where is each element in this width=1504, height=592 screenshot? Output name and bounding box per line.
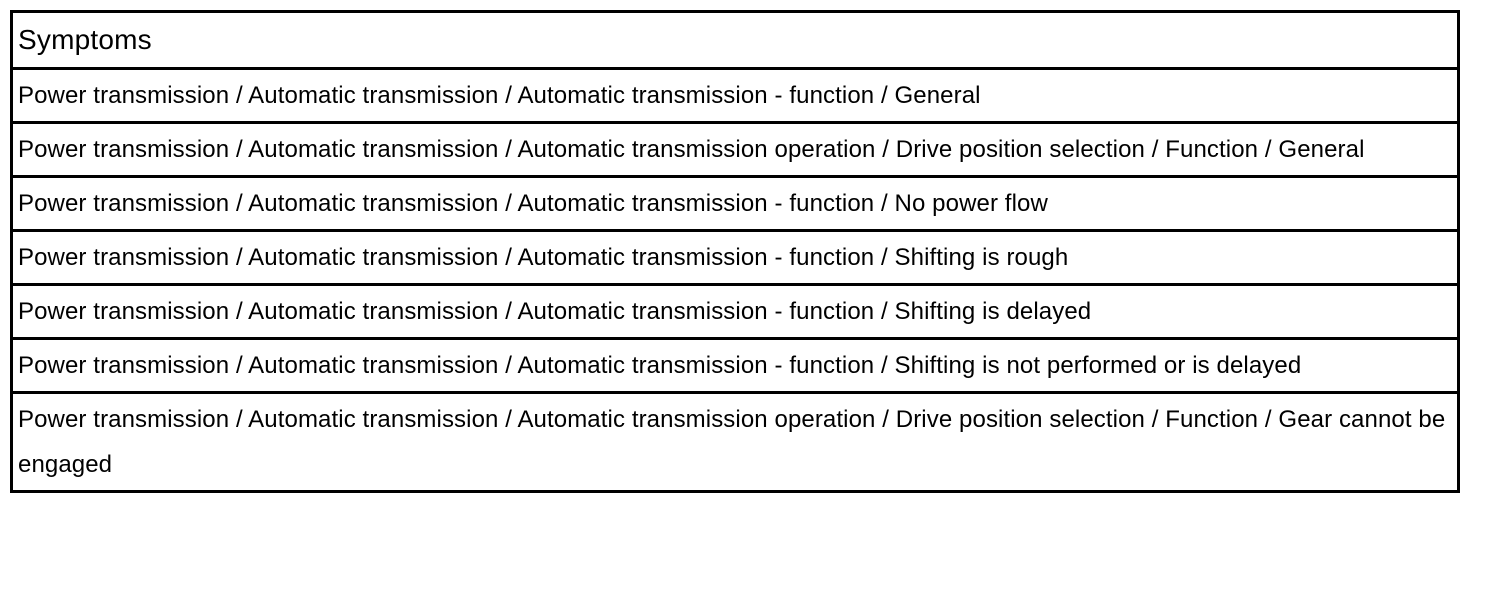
table-row: Power transmission / Automatic transmiss…	[10, 337, 1460, 394]
symptom-cell[interactable]: Power transmission / Automatic transmiss…	[10, 391, 1460, 493]
table-row: Power transmission / Automatic transmiss…	[10, 391, 1460, 493]
symptom-cell[interactable]: Power transmission / Automatic transmiss…	[10, 175, 1460, 232]
table-row: Power transmission / Automatic transmiss…	[10, 175, 1460, 232]
table-header-symptoms: Symptoms	[10, 10, 1460, 70]
symptoms-table: Symptoms Power transmission / Automatic …	[10, 10, 1460, 493]
symptom-cell[interactable]: Power transmission / Automatic transmiss…	[10, 67, 1460, 124]
table-row: Power transmission / Automatic transmiss…	[10, 67, 1460, 124]
symptom-cell[interactable]: Power transmission / Automatic transmiss…	[10, 337, 1460, 394]
table-row: Power transmission / Automatic transmiss…	[10, 121, 1460, 178]
symptom-cell[interactable]: Power transmission / Automatic transmiss…	[10, 121, 1460, 178]
table-row: Power transmission / Automatic transmiss…	[10, 229, 1460, 286]
symptom-cell[interactable]: Power transmission / Automatic transmiss…	[10, 229, 1460, 286]
table-header-row: Symptoms	[10, 10, 1460, 70]
symptom-cell[interactable]: Power transmission / Automatic transmiss…	[10, 283, 1460, 340]
table-row: Power transmission / Automatic transmiss…	[10, 283, 1460, 340]
